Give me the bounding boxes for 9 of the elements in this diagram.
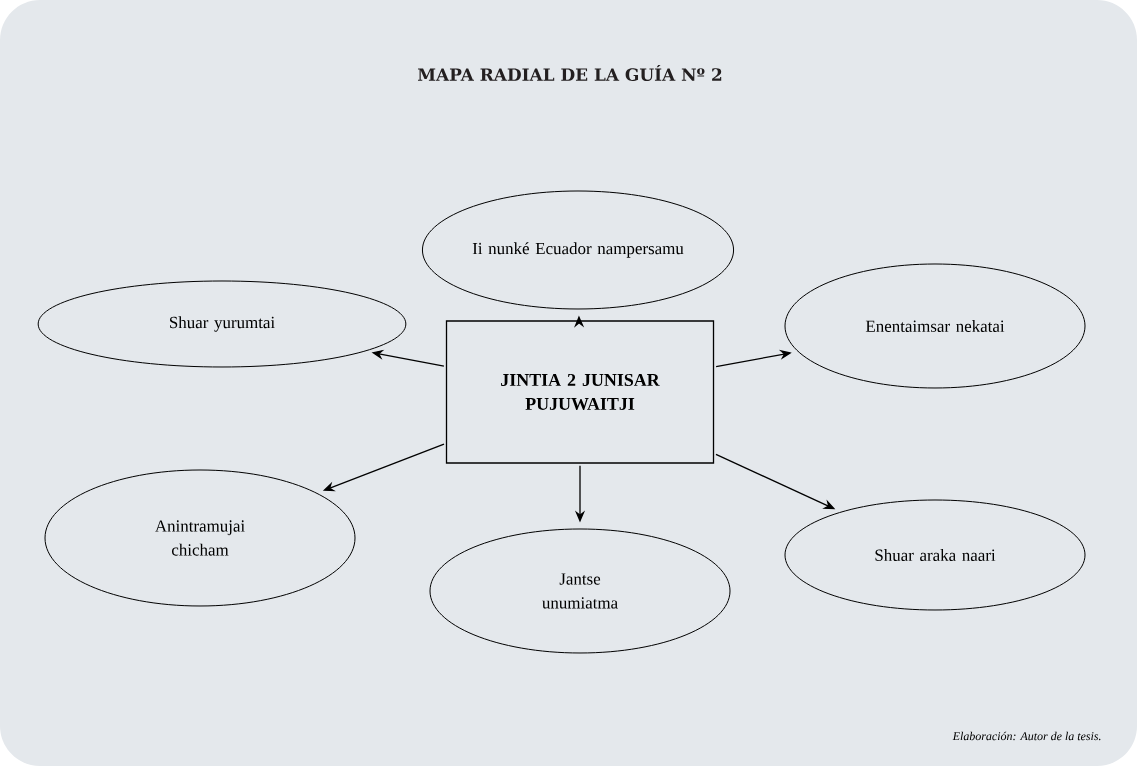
caption: Elaboración: Autor de la tesis. xyxy=(952,731,1101,741)
ellipse-node: Shuar araka naari xyxy=(784,499,1086,611)
center-box: JINTIA 2 JUNISAR PUJUWAITJI xyxy=(445,320,715,464)
title: MAPA RADIAL DE LA GUÍA Nº 2 xyxy=(418,65,722,81)
ellipse-node: Anintramujai chicham xyxy=(44,469,356,607)
ellipse-node: Ii nunké Ecuador nampersamu xyxy=(421,190,735,310)
ellipse-node: Shuar yurumtai xyxy=(37,280,407,368)
ellipse-node: Jantse unumiatma xyxy=(429,528,731,654)
ellipse-node: Enentaimsar nekatai xyxy=(784,263,1086,389)
